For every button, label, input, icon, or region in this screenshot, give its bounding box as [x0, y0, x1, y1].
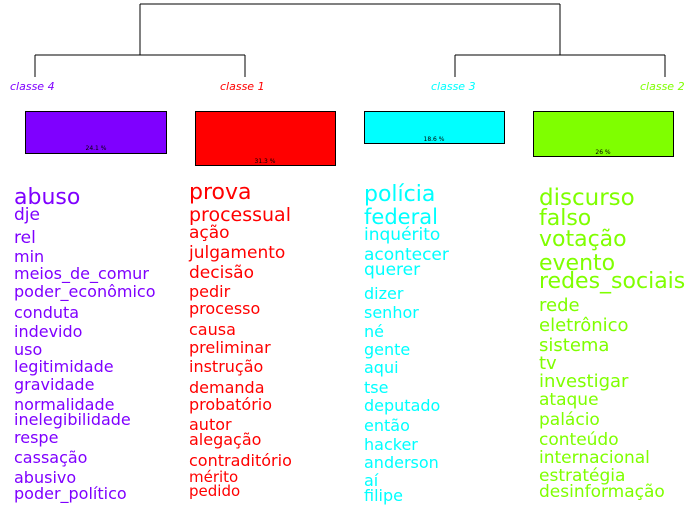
word-item: tv	[539, 353, 557, 374]
word-item: anderson	[364, 453, 439, 472]
word-item: processo	[189, 299, 261, 318]
word-item: alegação	[189, 430, 262, 449]
word-item: decisão	[189, 263, 254, 283]
word-item: palácio	[539, 410, 600, 430]
class-percent-classe-4: 24.1 %	[85, 145, 107, 152]
class-label-classe-4: classe 4	[10, 80, 55, 93]
word-item: sistema	[539, 335, 610, 356]
word-item: senhor	[364, 303, 419, 322]
word-item: autor	[189, 415, 232, 434]
word-item: processual	[189, 204, 291, 226]
word-item: preliminar	[189, 338, 271, 357]
word-item: inelegibilidade	[14, 410, 131, 429]
word-item: conteúdo	[539, 430, 619, 450]
word-item: rel	[14, 228, 36, 248]
word-item: aí	[364, 471, 379, 490]
word-item: votação	[539, 227, 627, 252]
word-item: pedido	[189, 482, 241, 500]
word-item: ação	[189, 223, 230, 243]
class-box-classe-4	[25, 111, 167, 154]
word-item: redes_sociais	[539, 269, 686, 294]
word-item: abusivo	[14, 468, 77, 487]
class-box-classe-1	[195, 111, 336, 166]
word-item: prova	[189, 180, 252, 205]
class-percent-classe-3: 18.6 %	[423, 136, 445, 143]
word-item: dizer	[364, 284, 404, 303]
class-percent-classe-1: 31.3 %	[254, 158, 276, 165]
word-item: querer	[364, 260, 421, 280]
class-label-classe-2: classe 2	[640, 80, 685, 93]
word-item: polícia	[364, 182, 436, 207]
word-item: normalidade	[14, 395, 115, 414]
word-item: indevido	[14, 322, 83, 341]
word-item: mérito	[189, 468, 239, 486]
word-item: ataque	[539, 390, 599, 410]
word-item: eletrônico	[539, 315, 629, 336]
word-item: deputado	[364, 396, 441, 415]
word-item: aqui	[364, 358, 399, 377]
word-item: julgamento	[189, 243, 286, 263]
word-item: instrução	[189, 357, 264, 376]
word-item: pedir	[189, 282, 231, 301]
word-item: investigar	[539, 371, 629, 392]
word-item: legitimidade	[14, 357, 114, 376]
word-item: então	[364, 416, 410, 435]
word-item: meios_de_comur	[14, 264, 149, 283]
word-item: rede	[539, 295, 580, 316]
word-item: gente	[364, 340, 411, 359]
word-item: dje	[14, 205, 40, 225]
word-item: evento	[539, 251, 616, 276]
word-item: probatório	[189, 395, 273, 414]
word-item: respe	[14, 428, 59, 447]
word-item: falso	[539, 206, 592, 231]
word-item: hacker	[364, 435, 418, 454]
word-item: internacional	[539, 448, 650, 468]
word-item: estratégia	[539, 466, 626, 486]
word-item: né	[364, 322, 384, 341]
word-item: federal	[364, 205, 438, 229]
word-item: conduta	[14, 303, 80, 322]
word-item: contraditório	[189, 451, 292, 470]
word-item: tse	[364, 378, 389, 397]
word-item: poder_econômico	[14, 282, 156, 301]
word-item: acontecer	[364, 245, 449, 265]
class-label-classe-3: classe 3	[431, 80, 476, 93]
word-item: min	[14, 247, 45, 266]
word-item: causa	[189, 320, 236, 339]
word-item: inquérito	[364, 225, 441, 245]
class-percent-classe-2: 26 %	[595, 149, 611, 156]
word-item: cassação	[14, 448, 88, 467]
word-item: demanda	[189, 378, 265, 397]
word-item: discurso	[539, 185, 635, 211]
class-box-classe-3	[364, 111, 505, 144]
word-item: uso	[14, 340, 43, 359]
word-item: abuso	[14, 185, 81, 210]
word-item: filipe	[364, 486, 403, 505]
word-item: gravidade	[14, 375, 95, 394]
word-item: desinformação	[539, 482, 665, 502]
word-item: poder_político	[14, 484, 127, 503]
class-label-classe-1: classe 1	[220, 80, 265, 93]
class-box-classe-2	[533, 111, 674, 157]
